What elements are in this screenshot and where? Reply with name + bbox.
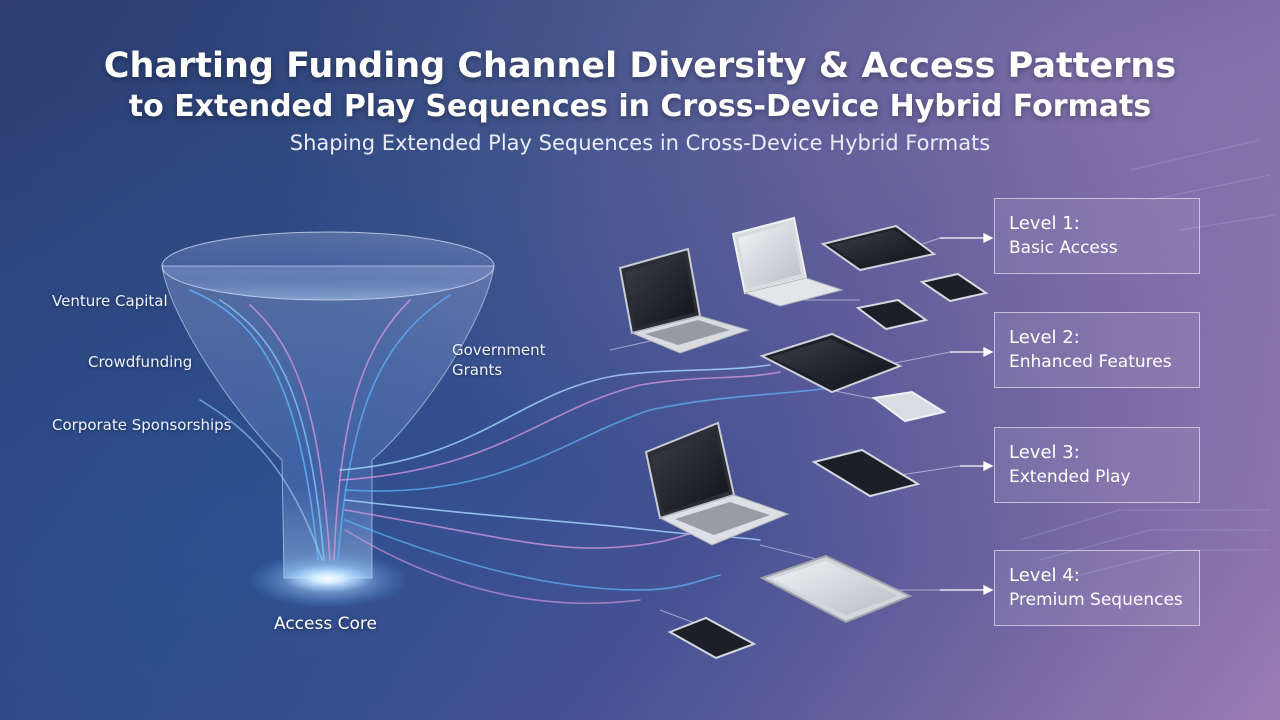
source-crowdfunding: Crowdfunding bbox=[88, 353, 193, 371]
laptop-silver-top bbox=[731, 216, 844, 307]
title-line-1: Charting Funding Channel Diversity & Acc… bbox=[103, 46, 1177, 86]
level-arrows bbox=[940, 232, 994, 596]
page-subtitle: Shaping Extended Play Sequences in Cross… bbox=[289, 131, 991, 155]
phone-mid-low bbox=[871, 390, 947, 423]
page-title: Charting Funding Channel Diversity & Acc… bbox=[0, 44, 1280, 126]
access-core-label: Access Core bbox=[274, 614, 377, 634]
laptop-dark-top bbox=[618, 247, 750, 354]
tablet-mid bbox=[759, 332, 903, 394]
tablet-bottom bbox=[759, 554, 913, 624]
level-title: Level 1: bbox=[1009, 213, 1080, 234]
level-title: Level 3: bbox=[1009, 442, 1080, 463]
source-corporate-sponsorships: Corporate Sponsorships bbox=[52, 416, 232, 434]
level-box-3: Level 3: Extended Play bbox=[994, 427, 1200, 503]
output-streams bbox=[339, 364, 831, 605]
phone-bottom bbox=[667, 616, 757, 660]
source-government-grants: Government Grants bbox=[452, 341, 546, 379]
source-venture-capital: Venture Capital bbox=[52, 292, 168, 310]
level-box-2: Level 2: Enhanced Features bbox=[994, 312, 1200, 388]
phone-top-right bbox=[919, 272, 989, 303]
phone-mid bbox=[855, 298, 929, 331]
level-description: Enhanced Features bbox=[1009, 352, 1172, 372]
title-line-2: to Extended Play Sequences in Cross-Devi… bbox=[128, 89, 1152, 124]
level-title: Level 4: bbox=[1009, 565, 1080, 586]
level-box-1: Level 1: Basic Access bbox=[994, 198, 1200, 274]
level-description: Basic Access bbox=[1009, 238, 1118, 258]
phone-bottom-right bbox=[811, 448, 921, 498]
tablet-top bbox=[820, 224, 937, 272]
laptop-dark-bottom bbox=[644, 421, 790, 546]
funding-streams bbox=[189, 289, 451, 561]
level-description: Extended Play bbox=[1009, 467, 1131, 487]
funding-funnel bbox=[161, 231, 495, 608]
level-description: Premium Sequences bbox=[1009, 590, 1183, 610]
level-box-4: Level 4: Premium Sequences bbox=[994, 550, 1200, 626]
level-title: Level 2: bbox=[1009, 327, 1080, 348]
